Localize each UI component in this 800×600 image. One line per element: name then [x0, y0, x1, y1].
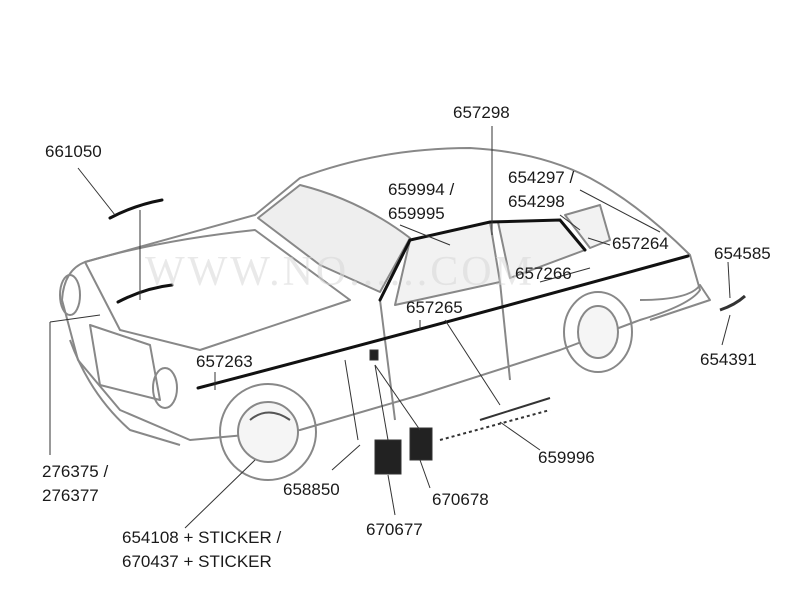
leader-lines [49, 126, 731, 529]
callout-661050: 661050 [45, 142, 102, 161]
callout-659994: 659994 / [388, 180, 455, 199]
callout-670677: 670677 [366, 520, 423, 539]
callout-659995: 659995 [388, 204, 445, 223]
callout-658850: 658850 [283, 480, 340, 499]
callout-657266: 657266 [515, 264, 572, 283]
trim-strips [108, 198, 690, 390]
loose-parts [369, 294, 747, 475]
callout-659996: 659996 [538, 448, 595, 467]
callout-654297: 654297 / [508, 168, 575, 187]
callout-276377: 276377 [42, 486, 99, 505]
callout-657265: 657265 [406, 298, 463, 317]
callout-276375: 276375 / [42, 462, 109, 481]
watermark-text: WWW.NO......COM [145, 249, 535, 295]
car-body-outline [61, 147, 711, 446]
callout-654585: 654585 [714, 244, 771, 263]
callout-654391: 654391 [700, 350, 757, 369]
wheels [59, 274, 633, 481]
callout-670678: 670678 [432, 490, 489, 509]
callout-654108-sticker: 654108 + STICKER / [122, 528, 282, 547]
callout-657298: 657298 [453, 103, 510, 122]
callout-657264: 657264 [612, 234, 669, 253]
callout-654298: 654298 [508, 192, 565, 211]
callout-670437-sticker: 670437 + STICKER [122, 552, 272, 571]
callout-657263: 657263 [196, 352, 253, 371]
